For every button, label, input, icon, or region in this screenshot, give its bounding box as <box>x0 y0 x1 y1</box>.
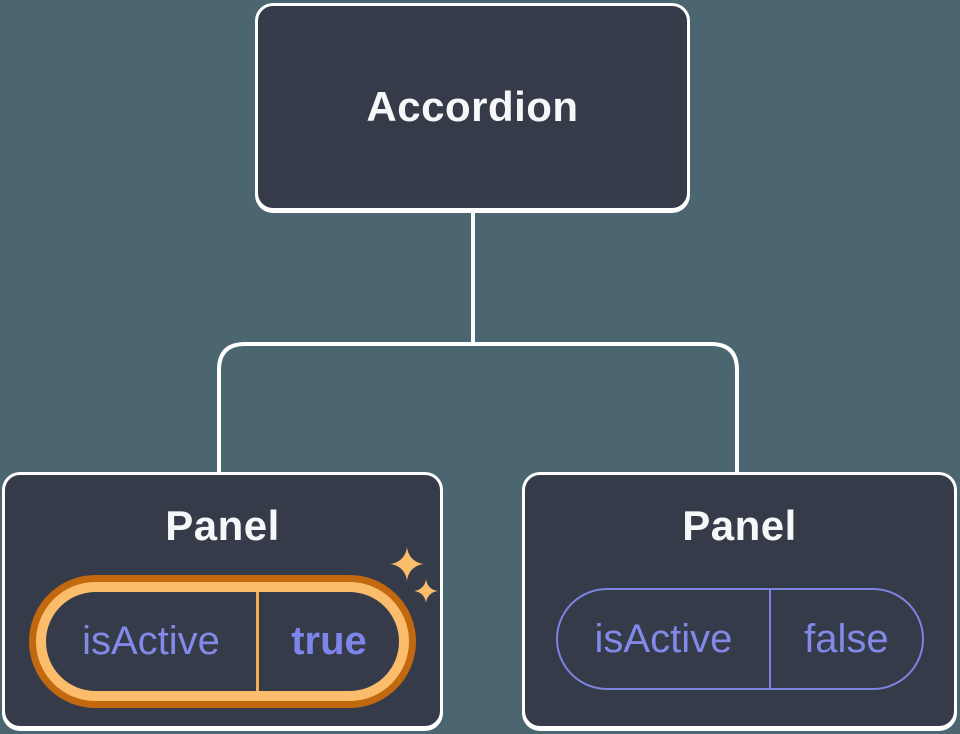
prop-value-label: true <box>291 619 367 663</box>
panel-inactive-title: Panel <box>682 502 797 549</box>
state-pill-inactive: isActive false <box>555 588 924 690</box>
accordion-node-title: Accordion <box>366 83 579 130</box>
pill-divider <box>256 592 259 691</box>
panel-active-title: Panel <box>165 502 280 549</box>
state-pill-highlight-inner-ring: isActive true <box>36 582 409 701</box>
state-pill-highlight-ring: isActive true <box>29 575 416 708</box>
sparkle-icon-large <box>390 547 424 581</box>
accordion-node: Accordion <box>255 3 690 211</box>
prop-name-label: isActive <box>82 619 220 663</box>
prop-name-label: isActive <box>594 616 733 661</box>
prop-value-label: false <box>804 616 889 661</box>
panel-node-active: Panel isActive true <box>2 472 443 729</box>
panel-node-inactive: Panel isActive false <box>522 472 957 729</box>
pill-divider <box>769 590 772 688</box>
state-pill-active: isActive true <box>46 592 399 691</box>
sparkle-icon-small <box>414 579 438 603</box>
connector-branch-bracket <box>217 342 739 472</box>
